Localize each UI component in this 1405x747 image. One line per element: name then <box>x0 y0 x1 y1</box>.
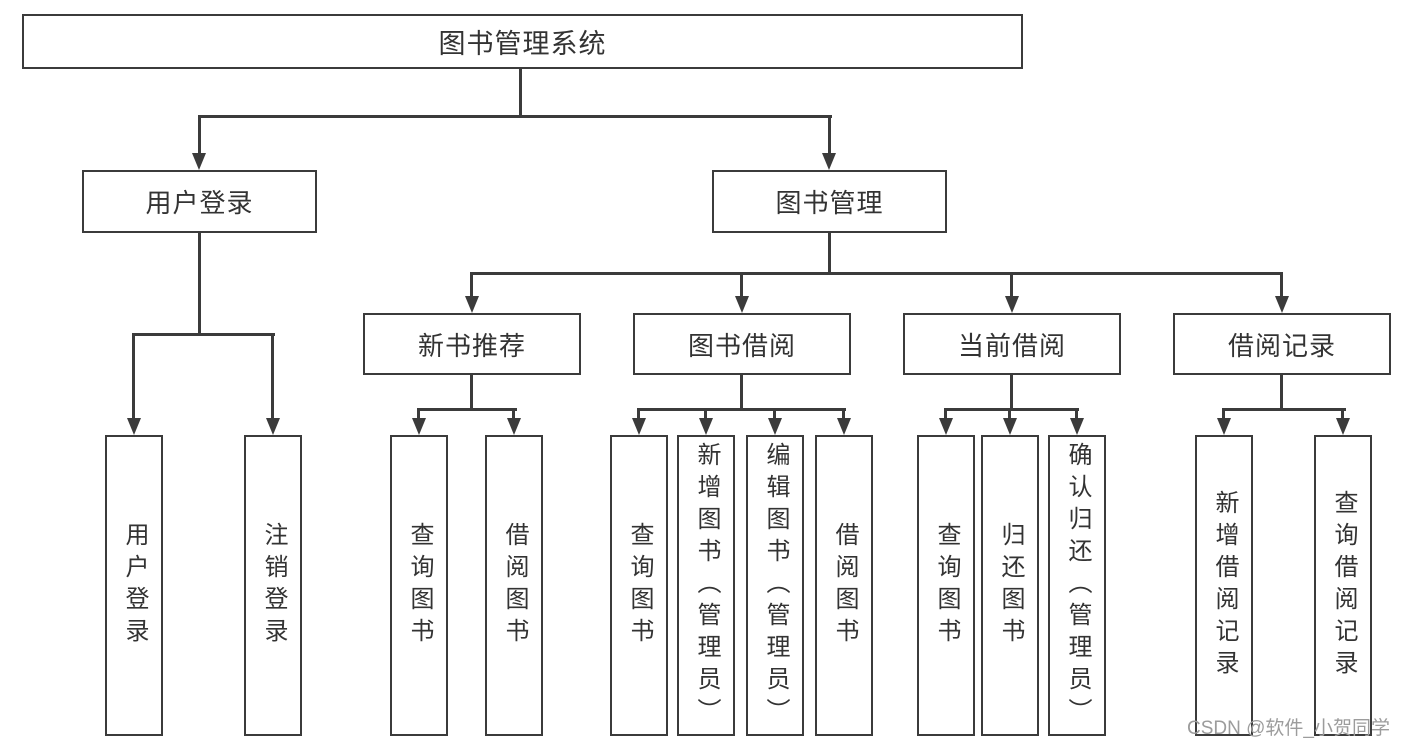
node-label: 新书推荐 <box>417 330 526 361</box>
connector-line <box>198 115 832 118</box>
connector-line <box>944 408 1079 411</box>
connector-line <box>271 333 274 421</box>
leaf-query-books-borrow: 查询图书 <box>610 435 668 736</box>
connector-line <box>1010 375 1013 411</box>
arrow-down-icon <box>735 296 749 313</box>
connector-line <box>704 408 707 421</box>
arrow-down-icon <box>822 153 836 170</box>
connector-line <box>1010 272 1013 296</box>
connector-line <box>198 233 201 335</box>
node-label: 图书借阅 <box>687 330 796 361</box>
node-label: 用户登录 <box>145 188 254 218</box>
connector-line <box>470 272 473 296</box>
node-book-borrow: 图书借阅 <box>633 313 851 375</box>
node-label: 新增借阅记录 <box>1211 489 1238 682</box>
connector-line <box>470 272 1283 275</box>
node-label: 当前借阅 <box>957 330 1066 361</box>
arrow-down-icon <box>266 418 280 435</box>
node-label: 查询图书 <box>626 521 653 650</box>
connector-line <box>132 333 135 421</box>
connector-line <box>1341 408 1344 421</box>
node-current-borrow: 当前借阅 <box>903 313 1121 375</box>
node-label: 借阅记录 <box>1227 330 1336 361</box>
node-label: 查询图书 <box>933 521 960 650</box>
node-borrow-records: 借阅记录 <box>1173 313 1391 375</box>
connector-line <box>637 408 640 421</box>
connector-line <box>740 375 743 411</box>
node-label: 借阅图书 <box>501 521 528 650</box>
connector-line <box>1222 408 1225 421</box>
node-book-management: 图书管理 <box>712 170 947 233</box>
arrow-down-icon <box>1003 418 1017 435</box>
node-user-login: 用户登录 <box>82 170 317 233</box>
arrow-down-icon <box>412 418 426 435</box>
connector-line <box>519 69 522 117</box>
connector-line <box>740 272 743 296</box>
arrow-down-icon <box>699 418 713 435</box>
leaf-borrow-books: 借阅图书 <box>815 435 873 736</box>
node-label: 归还图书 <box>997 521 1024 650</box>
leaf-confirm-return-admin: 确认归还（管理员） <box>1048 435 1106 736</box>
connector-line <box>828 115 831 154</box>
leaf-return-books: 归还图书 <box>981 435 1039 736</box>
arrow-down-icon <box>939 418 953 435</box>
node-new-book-recommend: 新书推荐 <box>363 313 581 375</box>
connector-line <box>637 408 846 411</box>
node-label: 查询借阅记录 <box>1330 489 1357 682</box>
connector-line <box>470 375 473 411</box>
node-label: 编辑图书（管理员） <box>762 441 789 730</box>
connector-line <box>1280 272 1283 296</box>
node-label: 注销登录 <box>260 521 287 650</box>
node-label: 图书管理系统 <box>438 29 607 59</box>
connector-line <box>1222 408 1346 411</box>
node-label: 新增图书（管理员） <box>693 441 720 730</box>
connector-line <box>132 333 275 336</box>
connector-line <box>944 408 947 421</box>
node-label: 图书管理 <box>775 188 884 218</box>
leaf-add-borrow-record: 新增借阅记录 <box>1195 435 1253 736</box>
leaf-query-books-recommend: 查询图书 <box>390 435 448 736</box>
watermark: CSDN @软件_小贺同学 <box>1187 718 1390 739</box>
node-label: 查询图书 <box>406 521 433 650</box>
connector-line <box>828 233 831 274</box>
arrow-down-icon <box>1005 296 1019 313</box>
connector-line <box>773 408 776 421</box>
arrow-down-icon <box>1070 418 1084 435</box>
arrow-down-icon <box>1275 296 1289 313</box>
connector-line <box>417 408 517 411</box>
leaf-query-books-current: 查询图书 <box>917 435 975 736</box>
arrow-down-icon <box>1217 418 1231 435</box>
leaf-query-borrow-record: 查询借阅记录 <box>1314 435 1372 736</box>
arrow-down-icon <box>127 418 141 435</box>
arrow-down-icon <box>768 418 782 435</box>
leaf-logout: 注销登录 <box>244 435 302 736</box>
node-label: 用户登录 <box>121 521 148 650</box>
connector-line <box>198 115 201 154</box>
leaf-edit-book-admin: 编辑图书（管理员） <box>746 435 804 736</box>
connector-line <box>512 408 515 421</box>
arrow-down-icon <box>837 418 851 435</box>
leaf-borrow-books-recommend: 借阅图书 <box>485 435 543 736</box>
connector-line <box>842 408 845 421</box>
connector-line <box>417 408 420 421</box>
arrow-down-icon <box>192 153 206 170</box>
leaf-user-login: 用户登录 <box>105 435 163 736</box>
node-library-system: 图书管理系统 <box>22 14 1023 69</box>
node-label: 确认归还（管理员） <box>1064 441 1091 730</box>
connector-line <box>1008 408 1011 421</box>
arrow-down-icon <box>465 296 479 313</box>
node-label: 借阅图书 <box>831 521 858 650</box>
arrow-down-icon <box>632 418 646 435</box>
leaf-add-book-admin: 新增图书（管理员） <box>677 435 735 736</box>
arrow-down-icon <box>1336 418 1350 435</box>
connector-line <box>1280 375 1283 411</box>
connector-line <box>1075 408 1078 421</box>
arrow-down-icon <box>507 418 521 435</box>
